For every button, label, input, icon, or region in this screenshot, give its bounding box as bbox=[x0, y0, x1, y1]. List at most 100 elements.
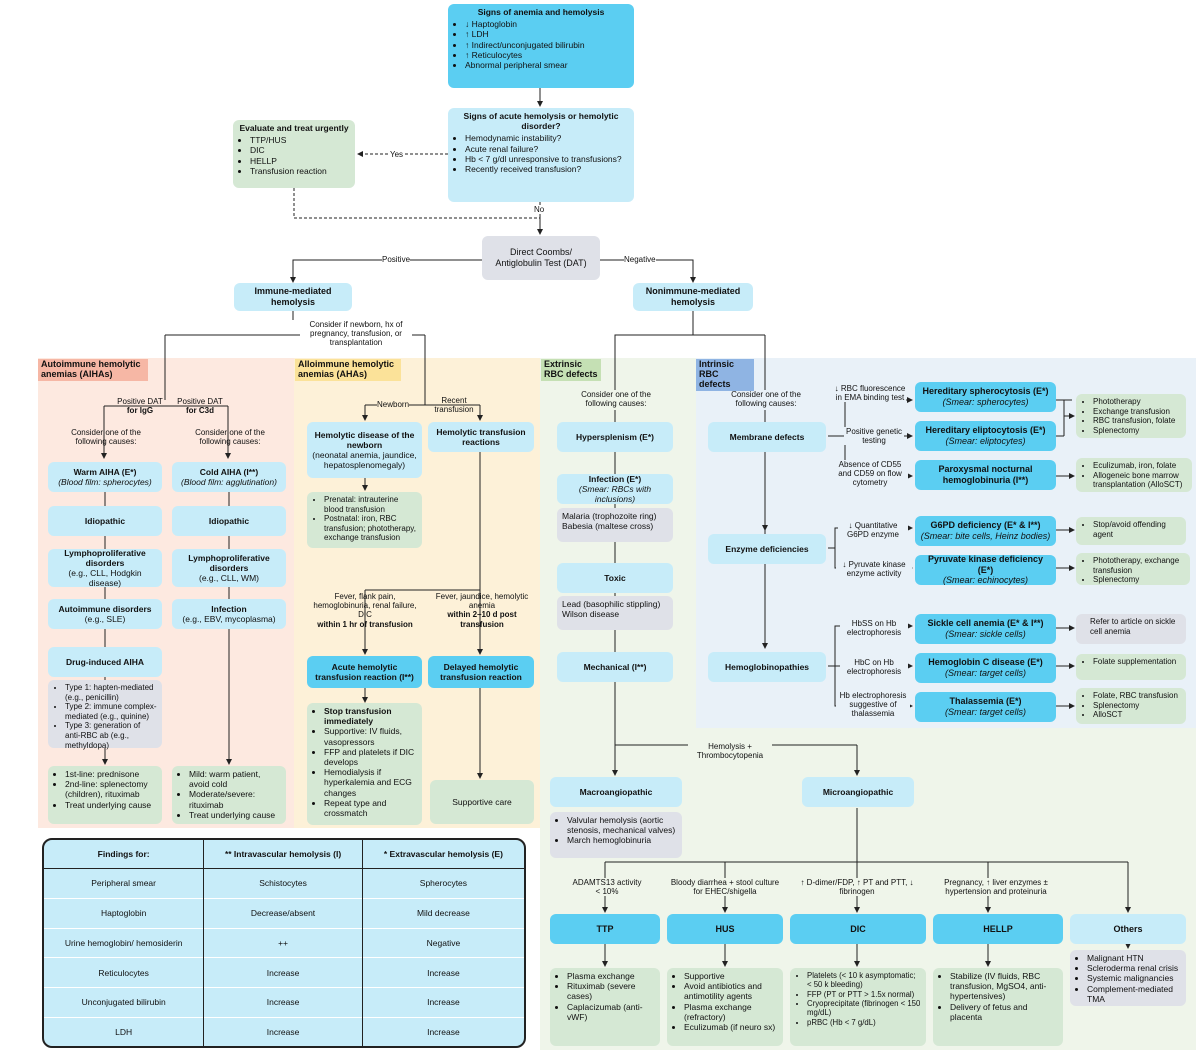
membrane-treatment-box: Phototherapy Exchange transfusion RBC tr… bbox=[1076, 394, 1186, 438]
list-item: TTP/HUS bbox=[250, 135, 350, 145]
list-item: March hemoglobinuria bbox=[567, 835, 677, 845]
g6pd-title: G6PD deficiency (E* & I**) bbox=[930, 520, 1041, 531]
autoimmune-disorders-title: Autoimmune disorders bbox=[58, 603, 152, 614]
toxic-box: Toxic bbox=[557, 563, 673, 593]
list-item: Phototherapy bbox=[1093, 397, 1181, 407]
cold-treatment-box: Mild: warm patient, avoid cold Moderate/… bbox=[172, 766, 286, 824]
hdn-box: Hemolytic disease of the newborn (neonat… bbox=[307, 422, 422, 478]
sickle-box: Sickle cell anemia (E* & I**) (Smear: si… bbox=[915, 614, 1056, 644]
acute-hemolysis-box: Signs of acute hemolysis or hemolytic di… bbox=[448, 108, 634, 202]
list-item: Prenatal: intrauterine blood transfusion bbox=[324, 495, 417, 514]
ttp-box: TTP bbox=[550, 914, 660, 944]
macro-box: Macroangiopathic bbox=[550, 777, 682, 807]
no-label: No bbox=[534, 205, 545, 215]
toxic-list-box: Lead (basophilic stippling) Wilson disea… bbox=[557, 596, 673, 630]
list-item: Splenectomy bbox=[1093, 426, 1181, 436]
thal-treatment-list: Folate, RBC transfusion Splenectomy Allo… bbox=[1081, 691, 1181, 720]
bloody-label: Bloody diarrhea + stool culture for EHEC… bbox=[670, 878, 780, 897]
list-item: Babesia (maltese cross) bbox=[562, 521, 654, 532]
fever-acute-label: Fever, flank pain, hemoglobinuria, renal… bbox=[310, 592, 420, 629]
table-cell: ++ bbox=[203, 927, 363, 958]
negative-label: Negative bbox=[624, 255, 656, 265]
hbc-label: HbC on Hb electrophoresis bbox=[840, 658, 908, 677]
dat-c3d-line2: for C3d bbox=[186, 406, 214, 416]
sickle-sub: (Smear: sickle cells) bbox=[945, 629, 1026, 639]
toxic-label: Toxic bbox=[604, 572, 626, 583]
list-item: Hemodynamic instability? bbox=[465, 133, 629, 143]
hellp-label: HELLP bbox=[983, 923, 1013, 934]
dat-c3d-line1: Positive DAT bbox=[177, 397, 223, 406]
warm-aiha-box: Warm AIHA (E*) (Blood film: spherocytes) bbox=[48, 462, 162, 492]
intrinsic-section-title: Intrinsic RBC defects bbox=[696, 359, 754, 391]
positive-label: Positive bbox=[382, 255, 411, 265]
dic-treatment-list: Platelets (< 10 k asymptomatic; < 50 k b… bbox=[795, 971, 921, 1027]
ahtr-title: Acute hemolytic transfusion reaction (I*… bbox=[315, 661, 414, 682]
autoimmune-disorders-box: Autoimmune disorders (e.g., SLE) bbox=[48, 599, 162, 629]
pnh-box: Paroxysmal nocturnal hemoglobinuria (I**… bbox=[915, 460, 1056, 490]
hbss-label: HbSS on Hb electrophoresis bbox=[840, 619, 908, 638]
list-item: DIC bbox=[250, 145, 350, 155]
sickle-ref-text: Refer to article on sickle cell anemia bbox=[1090, 617, 1176, 636]
lympho-cold-box: Lymphoproliferative disorders (e.g., CLL… bbox=[172, 549, 286, 587]
list-item: Scleroderma renal crisis bbox=[1087, 963, 1181, 973]
list-item: Folate supplementation bbox=[1093, 657, 1181, 667]
list-item: Plasma exchange bbox=[567, 971, 655, 981]
warm-treatment-list: 1st-line: prednisone 2nd-line: splenecto… bbox=[53, 769, 157, 810]
table-cell: Increase bbox=[203, 987, 363, 1018]
dat-igg-line2: for IgG bbox=[126, 406, 154, 416]
consider-newborn-label: Consider if newborn, hx of pregnancy, tr… bbox=[300, 320, 412, 348]
list-item: Eculizumab (if neuro sx) bbox=[684, 1022, 778, 1032]
list-item: Phototherapy, exchange transfusion bbox=[1093, 556, 1185, 575]
table-cell: Negative bbox=[361, 927, 524, 958]
table-cell: Increase bbox=[361, 987, 524, 1018]
table-cell: Increase bbox=[203, 957, 363, 988]
hbc-treatment-list: Folate supplementation bbox=[1081, 657, 1181, 667]
list-item: Cryoprecipitate (fibrinogen < 150 mg/dL) bbox=[807, 999, 921, 1018]
rbc-fluor-label: ↓ RBC fluorescence in EMA binding test bbox=[834, 384, 906, 403]
list-item: Treat underlying cause bbox=[65, 800, 157, 810]
hus-treatment-box: Supportive Avoid antibiotics and antimot… bbox=[667, 968, 783, 1046]
consider-cold-label: Consider one of the following causes: bbox=[195, 428, 265, 447]
macro-label: Macroangiopathic bbox=[579, 786, 653, 797]
pk-sub: (Smear: echinocytes) bbox=[942, 575, 1029, 586]
ttp-treatment-box: Plasma exchange Rituximab (severe cases)… bbox=[550, 968, 660, 1046]
list-item: Splenectomy bbox=[1093, 575, 1185, 585]
thal-sub: (Smear: target cells) bbox=[944, 707, 1027, 717]
list-item: Splenectomy bbox=[1093, 701, 1181, 711]
hs-sub: (Smear: spherocytes) bbox=[942, 397, 1029, 407]
cold-aiha-title: Cold AIHA (I**) bbox=[199, 466, 259, 477]
ttp-treatment-list: Plasma exchange Rituximab (severe cases)… bbox=[555, 971, 655, 1022]
supportive-care-label: Supportive care bbox=[452, 796, 512, 807]
table-row: LDH Increase Increase bbox=[44, 1016, 524, 1046]
immune-mediated-label: Immune-mediated hemolysis bbox=[254, 286, 332, 307]
signs-anemia-title: Signs of anemia and hemolysis bbox=[477, 7, 605, 17]
dic-box: DIC bbox=[790, 914, 926, 944]
ddimer-label: ↑ D-dimer/FDP, ↑ PT and PTT, ↓ fibrinoge… bbox=[800, 878, 914, 897]
hypersplenism-box: Hypersplenism (E*) bbox=[557, 422, 673, 452]
drug-induced-box: Drug-induced AIHA bbox=[48, 647, 162, 677]
lympho-warm-title: Lymphoproliferative disorders bbox=[64, 547, 146, 568]
list-item: Type 1: hapten-mediated (e.g., penicilli… bbox=[65, 683, 157, 702]
evaluate-urgently-list: TTP/HUS DIC HELLP Transfusion reaction bbox=[238, 135, 350, 176]
list-item: Hb < 7 g/dl unresponsive to transfusions… bbox=[465, 154, 629, 164]
drug-types-list: Type 1: hapten-mediated (e.g., penicilli… bbox=[53, 683, 157, 750]
list-item: Type 2: immune complex-mediated (e.g., q… bbox=[65, 702, 157, 721]
list-item: Exchange transfusion bbox=[1093, 407, 1181, 417]
list-item: Plasma exchange (refractory) bbox=[684, 1002, 778, 1022]
infection-ext-title: Infection (E*) bbox=[588, 473, 642, 484]
table-row: Peripheral smear Schistocytes Spherocyte… bbox=[44, 868, 524, 899]
sickle-ref-box: Refer to article on sickle cell anemia bbox=[1076, 614, 1186, 644]
hemoglobinopathies-label: Hemoglobinopathies bbox=[724, 661, 810, 672]
pregnancy-label: Pregnancy, ↑ liver enzymes ± hypertensio… bbox=[932, 878, 1060, 897]
table-cell: Reticulocytes bbox=[44, 957, 204, 988]
hbc-title: Hemoglobin C disease (E*) bbox=[928, 657, 1043, 668]
signs-anemia-box: Signs of anemia and hemolysis ↓ Haptoglo… bbox=[448, 4, 634, 88]
table-row: Reticulocytes Increase Increase bbox=[44, 957, 524, 988]
table-cell: Spherocytes bbox=[361, 868, 524, 899]
g6pd-q-label: ↓ Quantitative G6PD enzyme bbox=[838, 521, 908, 540]
dic-treatment-box: Platelets (< 10 k asymptomatic; < 50 k b… bbox=[790, 968, 926, 1046]
aiha-section-bg bbox=[38, 358, 294, 828]
others-box: Others bbox=[1070, 914, 1186, 944]
list-item: Repeat type and crossmatch bbox=[324, 798, 417, 818]
pk-treatment-list: Phototherapy, exchange transfusion Splen… bbox=[1081, 556, 1185, 585]
